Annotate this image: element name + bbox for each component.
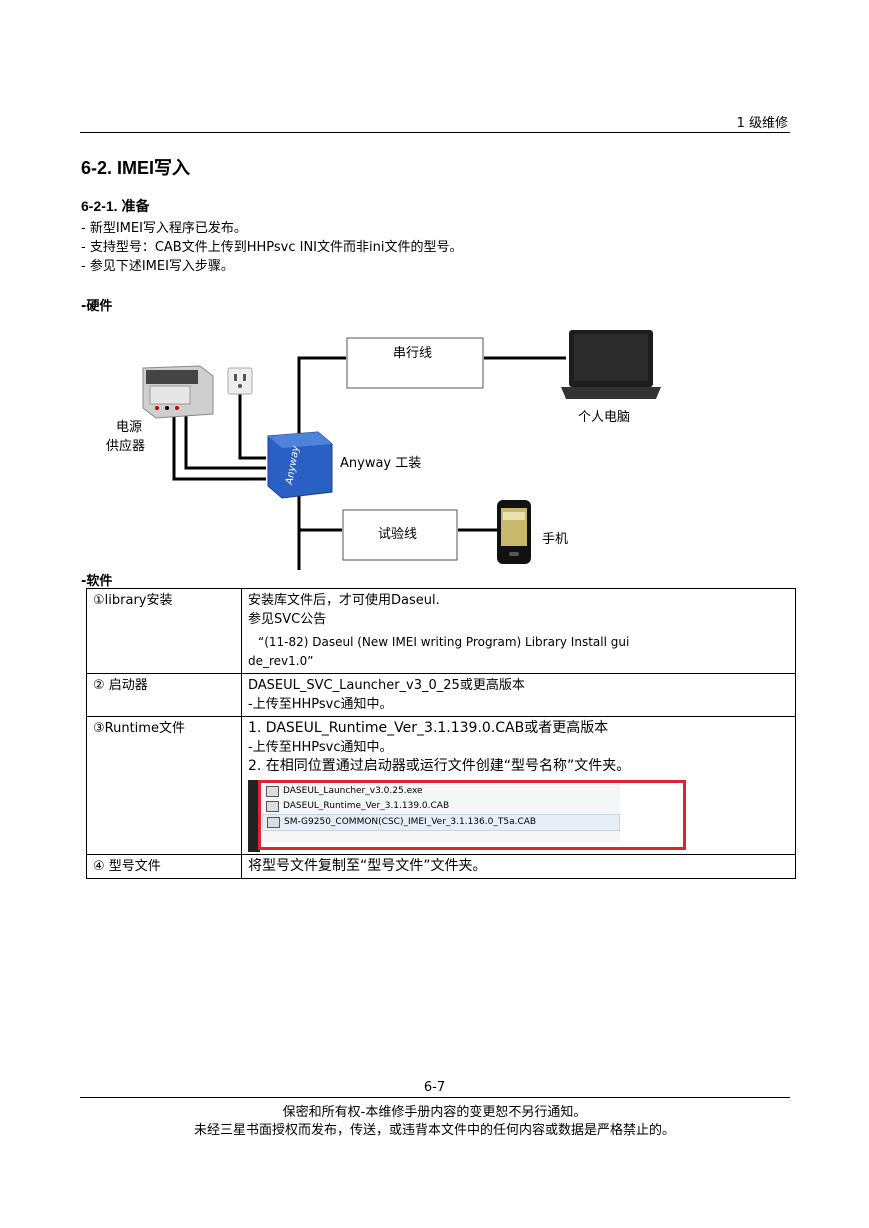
power-supply-label-1: 电源 <box>116 420 143 435</box>
pc-label: 个人电脑 <box>578 410 631 425</box>
bullet-item: - 支持型号：CAB文件上传到HHPsvc INI文件而非ini文件的型号。 <box>81 240 463 255</box>
footer-notice-1: 保密和所有权-本维修手册内容的变更恕不另行通知。 <box>282 1105 587 1120</box>
row-line: -上传至HHPsvc通知中。 <box>248 697 393 712</box>
cab-file-icon <box>267 817 280 828</box>
software-table: ①library安装 安装库文件后，才可使用Daseul. 参见SVC公告 “(… <box>86 588 796 879</box>
serial-cable-line <box>297 356 346 570</box>
launcher-file-icon <box>266 786 279 797</box>
row-line: de_rev1.0” <box>248 654 314 668</box>
test-cable-line <box>297 500 342 532</box>
row-label: ①library安装 <box>86 588 242 674</box>
row-content: 安装库文件后，才可使用Daseul. 参见SVC公告 “(11-82) Dase… <box>241 588 796 674</box>
row-line: -上传至HHPsvc通知中。 <box>248 740 393 755</box>
cab-file-icon <box>266 801 279 812</box>
wall-outlet-icon <box>227 367 253 395</box>
header-level: 1 级维修 <box>736 116 788 131</box>
file-list: DASEUL_Launcher_v3.0.25.exe DASEUL_Runti… <box>262 784 620 842</box>
page-number: 6-7 <box>423 1080 446 1095</box>
header-rule <box>80 132 790 133</box>
row-content: 将型号文件复制至“型号文件”文件夹。 <box>241 854 796 879</box>
row-content: 1. DASEUL_Runtime_Ver_3.1.139.0.CAB或者更高版… <box>241 716 796 855</box>
row-label: ③Runtime文件 <box>86 716 242 855</box>
software-heading: -软件 <box>81 574 113 589</box>
test-cable-label: 试验线 <box>378 527 418 542</box>
bullet-item: - 新型IMEI写入程序已发布。 <box>81 221 247 236</box>
phone-icon <box>497 500 531 564</box>
row-label: ④ 型号文件 <box>86 854 242 879</box>
phone-label: 手机 <box>542 532 569 547</box>
row-line: 2. 在相同位置通过启动器或运行文件创建“型号名称”文件夹。 <box>248 758 631 774</box>
row-line: “(11-82) Daseul (New IMEI writing Progra… <box>258 635 630 649</box>
subsection-title: 6-2-1. 准备 <box>81 198 150 214</box>
laptop-icon <box>561 330 661 399</box>
power-cable-line-1 <box>184 410 266 470</box>
hardware-heading: -硬件 <box>81 299 113 314</box>
serial-cable-label: 串行线 <box>393 346 433 361</box>
anyway-jig-icon: Anyway <box>267 431 333 499</box>
file-list-screenshot: DASEUL_Launcher_v3.0.25.exe DASEUL_Runti… <box>248 780 686 852</box>
hardware-diagram: Anyway <box>142 330 661 570</box>
row-content: DASEUL_SVC_Launcher_v3_0_25或更高版本 -上传至HHP… <box>241 673 796 717</box>
row-line: DASEUL_SVC_Launcher_v3_0_25或更高版本 <box>248 678 525 693</box>
file-item: SM-G9250_COMMON(CSC)_IMEI_Ver_3.1.136.0_… <box>262 814 620 831</box>
row-line: 1. DASEUL_Runtime_Ver_3.1.139.0.CAB或者更高版… <box>248 720 609 736</box>
table-row: ①library安装 安装库文件后，才可使用Daseul. 参见SVC公告 “(… <box>86 588 796 674</box>
power-cable-line-2 <box>172 410 266 481</box>
power-supply-label-2: 供应器 <box>106 439 146 454</box>
row-label: ② 启动器 <box>86 673 242 717</box>
footer-notice-2: 未经三星书面授权而发布，传送，或违背本文件中的任何内容或数据是严格禁止的。 <box>193 1123 675 1138</box>
row-line: 安装库文件后，才可使用Daseul. <box>248 593 440 608</box>
bullet-item: - 参见下述IMEI写入步骤。 <box>81 259 234 274</box>
section-title: 6-2. IMEI写入 <box>81 158 191 178</box>
table-row: ④ 型号文件 将型号文件复制至“型号文件”文件夹。 <box>86 854 796 879</box>
table-row: ② 启动器 DASEUL_SVC_Launcher_v3_0_25或更高版本 -… <box>86 673 796 717</box>
serial-cable-box <box>346 337 484 389</box>
row-line: 将型号文件复制至“型号文件”文件夹。 <box>248 858 487 874</box>
table-row: ③Runtime文件 1. DASEUL_Runtime_Ver_3.1.139… <box>86 716 796 855</box>
file-item: DASEUL_Launcher_v3.0.25.exe <box>262 784 620 799</box>
row-line: 参见SVC公告 <box>248 612 327 627</box>
outlet-cable-line <box>238 394 266 460</box>
file-item: DASEUL_Runtime_Ver_3.1.139.0.CAB <box>262 799 620 814</box>
power-supply-icon <box>142 365 214 419</box>
test-cable-box <box>342 509 458 561</box>
anyway-label: Anyway 工装 <box>340 456 422 471</box>
footer-rule <box>80 1097 790 1098</box>
